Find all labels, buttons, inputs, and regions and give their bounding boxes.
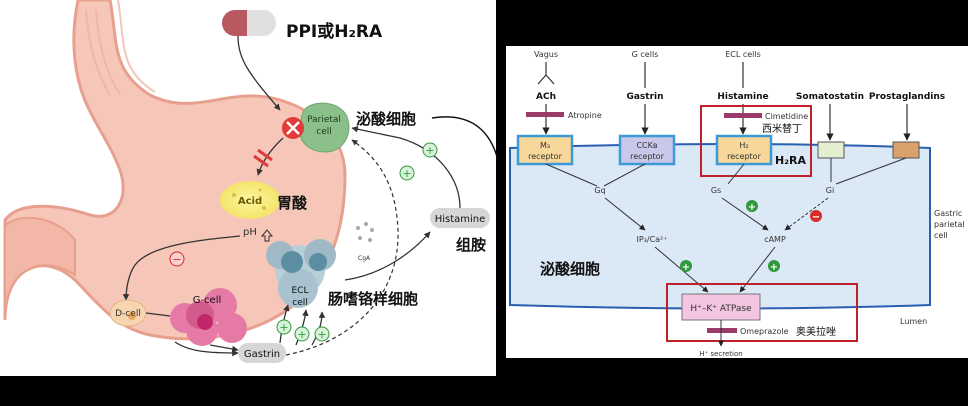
ligand-prostaglandins: Prostaglandins bbox=[869, 92, 945, 102]
svg-text:+: + bbox=[402, 167, 411, 180]
cckb-receptor: CCKʙ receptor bbox=[618, 134, 676, 166]
histamine-cn-label: 组胺 bbox=[456, 236, 486, 254]
ip3-ca-label: IP₃/Ca²⁺ bbox=[636, 235, 667, 244]
ecl-cell-label-1: ECL bbox=[292, 286, 309, 296]
d-cell: D-cell bbox=[109, 299, 147, 327]
svg-text:+: + bbox=[682, 262, 690, 273]
source-ecl-cells: ECL cells bbox=[725, 50, 761, 59]
ligand-somatostatin: Somatostatin bbox=[796, 92, 864, 102]
side-label-3: cell bbox=[934, 231, 948, 240]
plus-badge-gs: + bbox=[746, 200, 758, 213]
omeprazole-bar bbox=[707, 328, 737, 333]
svg-text:M₃: M₃ bbox=[540, 141, 550, 150]
source-vagus: Vagus bbox=[534, 50, 558, 59]
inhibit-x-icon bbox=[282, 117, 304, 139]
plus-badge-gastrin-parietal: + bbox=[399, 165, 415, 181]
gq-label: Gq bbox=[594, 186, 605, 195]
svg-text:+: + bbox=[297, 328, 306, 341]
h2ra-highlight-box bbox=[700, 105, 812, 177]
histamine-label: Histamine bbox=[435, 214, 486, 225]
atropine-label: Atropine bbox=[568, 111, 602, 120]
gastrin-label: Gastrin bbox=[244, 349, 280, 360]
parietal-cell-label-2: cell bbox=[316, 127, 332, 137]
ph-label: pH bbox=[243, 227, 257, 238]
ligand-ach: ACh bbox=[536, 92, 556, 102]
histamine-box: Histamine bbox=[430, 208, 490, 228]
svg-text:+: + bbox=[425, 144, 434, 157]
ecl-cell-label-2: cell bbox=[292, 298, 308, 308]
parietal-cn-label: 泌酸细胞 bbox=[356, 110, 416, 128]
cga-dots: CgA bbox=[356, 222, 374, 262]
svg-text:+: + bbox=[279, 321, 288, 334]
svg-text:+: + bbox=[770, 262, 778, 273]
ppi-highlight-box bbox=[666, 283, 858, 342]
cimetidine-cn-label: 西米替丁 bbox=[762, 122, 802, 135]
cimetidine-label: Cimetidine bbox=[765, 112, 808, 121]
plus-badge-ip3: + bbox=[680, 260, 692, 273]
gastrin-to-parietal-dashed bbox=[285, 139, 399, 356]
svg-text:−: − bbox=[172, 253, 181, 266]
ph-up-arrow-icon bbox=[260, 229, 274, 242]
h2-receptor: H₂ receptor bbox=[715, 134, 773, 166]
ecl-cn-label: 肠嗜铬样细胞 bbox=[328, 290, 418, 308]
left-panel: PPI或H₂RA Parietal cell Acid 胃酸 pH bbox=[0, 0, 499, 376]
lumen-label: Lumen bbox=[900, 317, 927, 326]
somatostatin-receptor bbox=[817, 141, 845, 159]
acid-cn-label: 胃酸 bbox=[277, 194, 308, 212]
plus-badge-camp: + bbox=[768, 260, 780, 273]
parietal-cell-label-1: Parietal bbox=[307, 115, 341, 125]
gastrin-box: Gastrin bbox=[238, 343, 286, 363]
cimetidine-bar bbox=[724, 113, 762, 118]
ecl-cell-cluster: ECL cell bbox=[266, 239, 336, 308]
svg-text:CCKʙ: CCKʙ bbox=[636, 141, 657, 150]
connector-line bbox=[431, 116, 499, 161]
hk-atpase-pump: H⁺–K⁺ ATPase bbox=[681, 293, 761, 321]
minus-badge-gi: − bbox=[810, 210, 822, 223]
svg-text:H₂: H₂ bbox=[739, 141, 748, 150]
gi-label: Gi bbox=[826, 186, 834, 195]
plus-badge-gastrin-3: + bbox=[314, 326, 330, 342]
svg-text:receptor: receptor bbox=[630, 152, 664, 161]
ligand-histamine: Histamine bbox=[717, 92, 768, 102]
svg-text:+: + bbox=[317, 328, 326, 341]
prostaglandin-receptor bbox=[892, 141, 920, 159]
stomach-outline bbox=[3, 0, 347, 341]
side-label-1: Gastric bbox=[934, 209, 962, 218]
h2ra-label: H₂RA bbox=[775, 154, 806, 167]
block-mark-icon bbox=[253, 148, 273, 168]
parietal-cell-cn-label: 泌酸细胞 bbox=[540, 260, 600, 278]
acid-blob: Acid bbox=[220, 181, 280, 219]
gs-label: Gs bbox=[711, 186, 721, 195]
d-cell-label: D-cell bbox=[115, 309, 141, 319]
svg-text:receptor: receptor bbox=[727, 152, 761, 161]
secretion-label: H⁺ secretion bbox=[699, 350, 742, 358]
plus-badge-histamine: + bbox=[422, 142, 438, 158]
source-g-cells: G cells bbox=[632, 50, 659, 59]
omeprazole-label: Omeprazole bbox=[740, 327, 789, 336]
atropine-bar bbox=[526, 112, 564, 117]
vagus-nerve-icon bbox=[537, 62, 555, 85]
acid-label: Acid bbox=[238, 196, 262, 207]
side-label-2: parietal bbox=[934, 220, 965, 229]
m3-receptor: M₃ receptor bbox=[516, 134, 574, 166]
pump-label: H⁺–K⁺ ATPase bbox=[690, 304, 752, 314]
svg-text:−: − bbox=[812, 212, 820, 223]
drug-label: PPI或H₂RA bbox=[286, 21, 383, 42]
right-panel: Vagus G cells ECL cells ACh Gastrin Hist… bbox=[506, 46, 968, 358]
drug-pill-icon bbox=[222, 10, 276, 36]
plus-badge-gastrin-2: + bbox=[294, 326, 310, 342]
cga-label: CgA bbox=[358, 255, 371, 262]
omeprazole-cn-label: 奥美拉唑 bbox=[796, 325, 836, 338]
svg-text:receptor: receptor bbox=[528, 152, 562, 161]
g-cell-label: G-cell bbox=[193, 295, 222, 306]
ligand-gastrin: Gastrin bbox=[626, 92, 663, 102]
svg-text:+: + bbox=[748, 202, 756, 213]
minus-badge-ph: − bbox=[169, 251, 185, 267]
plus-badge-gastrin-1: + bbox=[276, 319, 292, 335]
g-cell-cluster: G-cell bbox=[170, 288, 247, 346]
parietal-cell: Parietal cell bbox=[299, 102, 350, 153]
camp-label: cAMP bbox=[764, 235, 786, 244]
